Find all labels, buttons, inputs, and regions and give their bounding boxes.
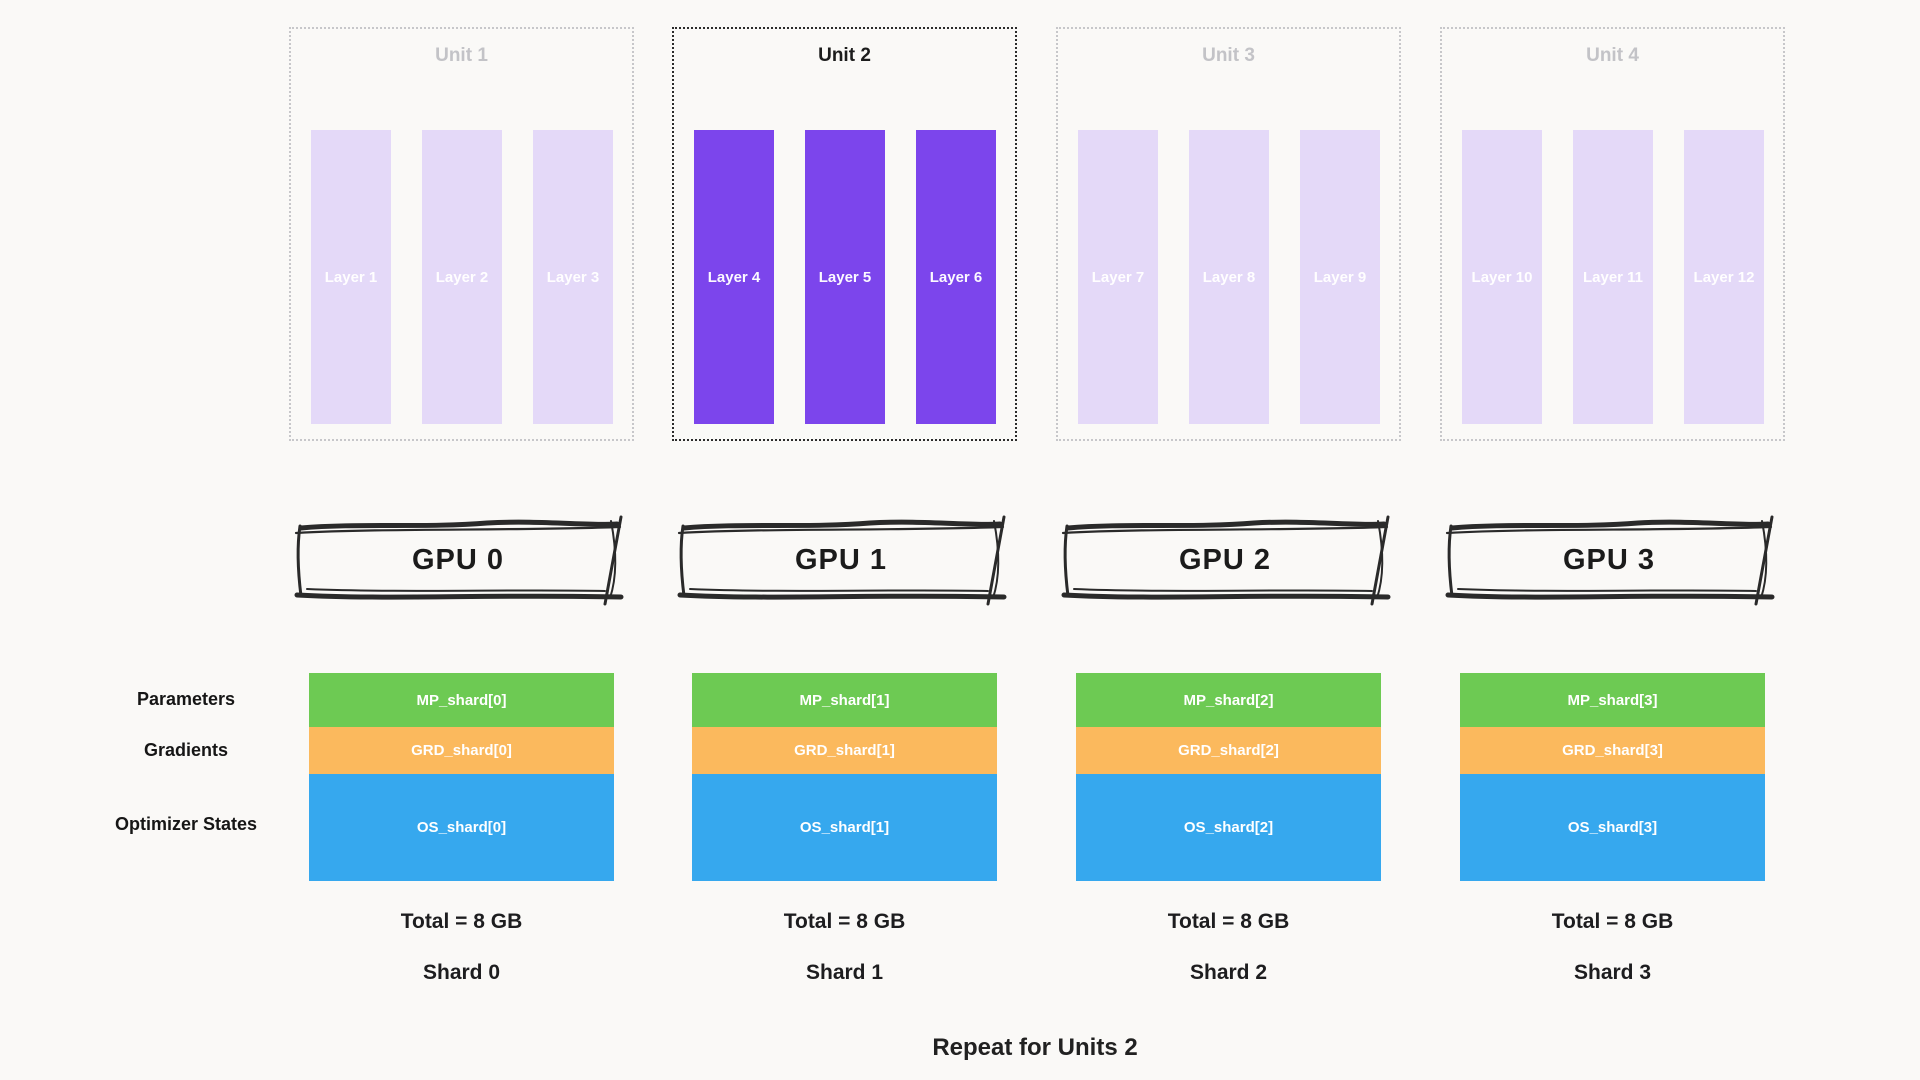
gradients-row-label: Gradients [143,740,229,760]
layer-label: Layer 12 [1693,268,1755,286]
column-gpu0: Unit 1 Layer 1 Layer 2 Layer 3 GPU 0 MP_… [289,0,634,1080]
column-gpu1: Unit 2 Layer 4 Layer 5 Layer 6 GPU 1 MP_… [672,0,1017,1080]
unit-box-1: Unit 1 Layer 1 Layer 2 Layer 3 [289,27,634,441]
layer-block: Layer 9 [1300,130,1380,424]
layer-block: Layer 8 [1189,130,1269,424]
gradients-shard-label: GRD_shard[3] [1562,742,1663,759]
layer-label: Layer 11 [1582,268,1644,286]
gpu-label: GPU 1 [794,543,888,576]
params-shard-bar: MP_shard[3] [1460,673,1765,727]
params-shard-label: MP_shard[0] [416,691,507,709]
layer-label: Layer 2 [435,268,489,286]
shard-number-label: Shard 2 [1189,961,1268,984]
gpu-box-0: GPU 0 [293,518,623,602]
unit-box-2-active: Unit 2 Layer 4 Layer 5 Layer 6 [672,27,1017,441]
params-shard-label: MP_shard[1] [799,691,890,709]
optimizer-shard-bar: OS_shard[2] [1076,774,1381,881]
params-shard-bar: MP_shard[2] [1076,673,1381,727]
layer-label: Layer 4 [707,268,761,286]
repeat-caption: Repeat for Units 2 [932,1034,1138,1061]
gpu-label: GPU 2 [1178,543,1272,576]
parameters-row-label: Parameters [136,689,236,709]
layer-block: Layer 11 [1573,130,1653,424]
layer-block: Layer 2 [422,130,502,424]
unit-title: Unit 4 [1586,45,1639,66]
layer-block: Layer 5 [805,130,885,424]
layer-block: Layer 10 [1462,130,1542,424]
unit-title: Unit 2 [818,45,871,66]
optimizer-states-row-label: Optimizer States [114,814,258,834]
gradients-shard-bar: GRD_shard[0] [309,727,614,774]
layer-label: Layer 7 [1091,268,1145,286]
layer-label: Layer 6 [929,268,983,286]
optimizer-shard-label: OS_shard[3] [1567,819,1658,836]
layer-block: Layer 6 [916,130,996,424]
total-memory-label: Total = 8 GB [400,910,523,933]
params-shard-bar: MP_shard[1] [692,673,997,727]
gradients-shard-label: GRD_shard[1] [794,742,895,759]
memory-stack-gpu2: MP_shard[2] GRD_shard[2] OS_shard[2] [1076,673,1381,881]
total-memory-label: Total = 8 GB [1167,910,1290,933]
layer-block: Layer 1 [311,130,391,424]
gpu-box-2: GPU 2 [1060,518,1390,602]
gradients-shard-label: GRD_shard[2] [1178,742,1279,759]
memory-stack-gpu3: MP_shard[3] GRD_shard[3] OS_shard[3] [1460,673,1765,881]
memory-stack-gpu0: MP_shard[0] GRD_shard[0] OS_shard[0] [309,673,614,881]
layer-block: Layer 12 [1684,130,1764,424]
shard-number-label: Shard 0 [422,961,501,984]
optimizer-shard-label: OS_shard[0] [416,819,507,836]
layer-label: Layer 10 [1471,268,1533,286]
optimizer-shard-label: OS_shard[2] [1183,819,1274,836]
unit-title: Unit 1 [435,45,488,66]
gradients-shard-label: GRD_shard[0] [411,742,512,759]
layer-block: Layer 7 [1078,130,1158,424]
optimizer-shard-bar: OS_shard[3] [1460,774,1765,881]
gpu-label: GPU 0 [411,543,505,576]
layer-block: Layer 4 [694,130,774,424]
gradients-shard-bar: GRD_shard[1] [692,727,997,774]
layer-block: Layer 3 [533,130,613,424]
gradients-shard-bar: GRD_shard[3] [1460,727,1765,774]
layer-label: Layer 8 [1202,268,1256,286]
gpu-label: GPU 3 [1562,543,1656,576]
layer-label: Layer 3 [546,268,600,286]
unit-title: Unit 3 [1202,45,1255,66]
layer-label: Layer 1 [324,268,378,286]
memory-stack-gpu1: MP_shard[1] GRD_shard[1] OS_shard[1] [692,673,997,881]
gpu-box-1: GPU 1 [676,518,1006,602]
layer-label: Layer 5 [818,268,872,286]
optimizer-shard-bar: OS_shard[0] [309,774,614,881]
optimizer-shard-label: OS_shard[1] [799,819,890,836]
unit-box-3: Unit 3 Layer 7 Layer 8 Layer 9 [1056,27,1401,441]
shard-number-label: Shard 3 [1573,961,1652,984]
params-shard-label: MP_shard[2] [1183,691,1274,709]
column-gpu2: Unit 3 Layer 7 Layer 8 Layer 9 GPU 2 MP_… [1056,0,1401,1080]
unit-box-4: Unit 4 Layer 10 Layer 11 Layer 12 [1440,27,1785,441]
total-memory-label: Total = 8 GB [783,910,906,933]
params-shard-bar: MP_shard[0] [309,673,614,727]
column-gpu3: Unit 4 Layer 10 Layer 11 Layer 12 GPU 3 … [1440,0,1785,1080]
total-memory-label: Total = 8 GB [1551,910,1674,933]
gpu-box-3: GPU 3 [1444,518,1774,602]
optimizer-shard-bar: OS_shard[1] [692,774,997,881]
layer-label: Layer 9 [1313,268,1367,286]
gradients-shard-bar: GRD_shard[2] [1076,727,1381,774]
params-shard-label: MP_shard[3] [1567,691,1658,709]
shard-number-label: Shard 1 [805,961,884,984]
